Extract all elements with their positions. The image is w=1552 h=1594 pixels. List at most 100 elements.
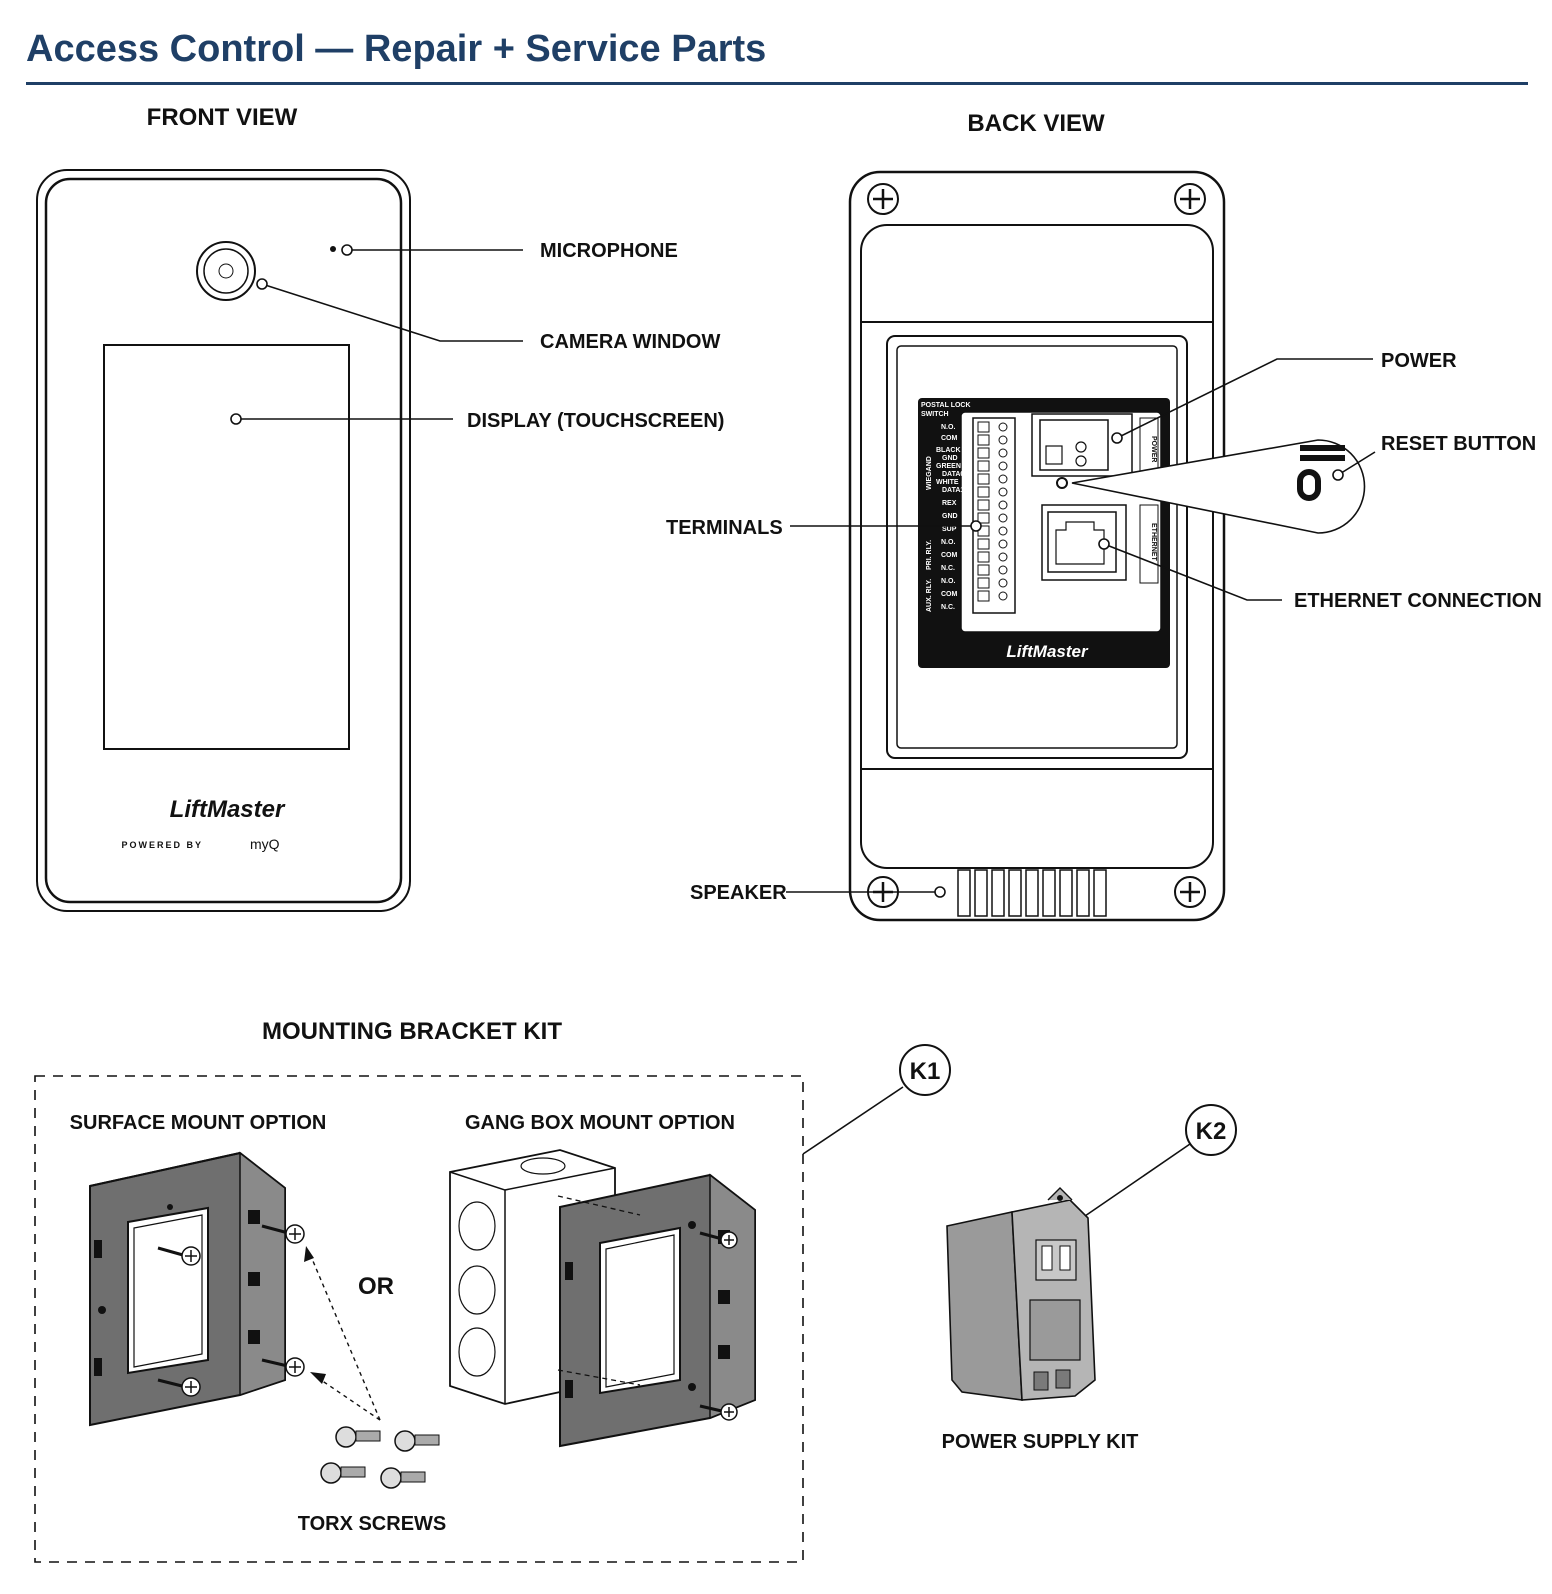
terminal-label: BLACK [936, 447, 961, 454]
power-supply-kit: K2 POWER SUPPLY KIT [942, 1104, 1237, 1453]
power-connector-icon [1031, 413, 1133, 477]
terminal-label: COM [941, 591, 958, 598]
speaker-grille [957, 869, 1107, 917]
title-rule [26, 82, 1528, 85]
callout-ethernet: ETHERNET CONNECTION [1294, 590, 1542, 612]
terminal-label: SWITCH [921, 411, 949, 418]
terminal-label: COM [941, 552, 958, 559]
surface-mount-label: SURFACE MOUNT OPTION [70, 1112, 327, 1134]
k1-leader [802, 1086, 904, 1155]
ethernet-marker [1098, 538, 1110, 550]
arrow-to-upper-screw [309, 1253, 381, 1421]
terminal-label: COM [941, 435, 958, 442]
camera-lens-icon [196, 241, 256, 301]
terminal-label: N.O. [941, 539, 955, 546]
screw-icon [261, 1224, 305, 1244]
ethernet-leader [1103, 543, 1282, 601]
group-label-wiegand: WIEGAND [926, 456, 933, 490]
power-side-label: POWER [1150, 436, 1157, 462]
terminal-label: SUP [942, 526, 957, 533]
front-view-heading: FRONT VIEW [147, 104, 298, 131]
terminal-block [972, 417, 1016, 614]
callout-terminals: TERMINALS [666, 517, 783, 539]
torx-screw-icon [320, 1462, 366, 1484]
power-marker [1111, 432, 1123, 444]
screw-icon [261, 1357, 305, 1377]
terminal-label: POSTAL LOCK [921, 402, 971, 409]
display-screen [103, 344, 350, 750]
callout-camera-window: CAMERA WINDOW [540, 331, 720, 353]
arrow-head-icon [310, 1372, 326, 1384]
reset-button-icon [1056, 477, 1068, 489]
terminal-label: WHITE [936, 479, 959, 486]
camera-window-marker [256, 278, 268, 290]
arrow-head-icon [304, 1246, 314, 1262]
mounting-kit-heading: MOUNTING BRACKET KIT [262, 1018, 562, 1045]
display-marker [230, 413, 242, 425]
terminal-label: N.O. [941, 424, 955, 431]
front-brand-logo: LiftMaster [170, 796, 286, 823]
group-label-aux-rly: AUX. RLY. [926, 579, 933, 612]
k2-badge [1185, 1104, 1237, 1156]
callout-microphone: MICROPHONE [540, 240, 678, 262]
terminal-label: DATA1 [942, 487, 964, 494]
screw-icon [157, 1246, 201, 1266]
corner-screw-icon [867, 183, 899, 215]
callout-display: DISPLAY (TOUCHSCREEN) [467, 410, 724, 432]
screw-icon [157, 1377, 201, 1397]
corner-screw-icon [1174, 183, 1206, 215]
gang-alignment-line [557, 1369, 641, 1386]
back-brand-logo: LiftMaster [1006, 642, 1089, 661]
screw-icon [699, 1231, 738, 1249]
k2-label: K2 [1196, 1118, 1227, 1145]
speaker-marker [934, 886, 946, 898]
reset-marker [1332, 469, 1344, 481]
callout-reset-button: RESET BUTTON [1381, 433, 1536, 455]
terminal-label: N.C. [941, 604, 955, 611]
terminal-label: GND [942, 513, 958, 520]
k1-label: K1 [910, 1058, 941, 1085]
page-title: Access Control — Repair + Service Parts [26, 28, 767, 70]
terminal-labels: POSTAL LOCK SWITCH N.O. COM BLACK GND GR… [921, 402, 971, 612]
terminal-label: N.C. [941, 565, 955, 572]
callout-speaker: SPEAKER [690, 882, 787, 904]
camera-window-leader [261, 283, 523, 342]
power-adapter-icon [946, 1187, 1096, 1401]
myq-logo: myQ [250, 836, 280, 852]
ethernet-side-label: ETHERNET [1150, 523, 1157, 561]
ethernet-port-icon [1041, 504, 1127, 581]
microphone-hole [330, 246, 336, 252]
torx-screw-icon [394, 1430, 440, 1452]
arrow-to-lower-screw [317, 1377, 381, 1421]
back-view-heading: BACK VIEW [967, 110, 1105, 137]
reset-magnifier [1071, 439, 1366, 534]
torx-screw-icon [335, 1426, 381, 1448]
kit-dashed-frame [34, 1075, 804, 1563]
gang-bracket-icon [559, 1173, 756, 1448]
mounting-bracket-kit: MOUNTING BRACKET KIT SURFACE MOUNT OPTIO… [34, 1018, 951, 1563]
torx-screw-icon [380, 1467, 426, 1489]
group-label-pri-rly: PRI. RLY. [926, 540, 933, 570]
k1-badge [899, 1044, 951, 1096]
k2-leader [1084, 1143, 1191, 1217]
powered-by-text: POWERED BY [121, 840, 203, 850]
corner-screw-icon [1174, 876, 1206, 908]
terminals-marker [970, 520, 982, 532]
reset-leader [1337, 451, 1376, 476]
gang-box-mount-label: GANG BOX MOUNT OPTION [465, 1112, 735, 1134]
power-leader [1116, 358, 1373, 439]
terminal-label: DATA0 [942, 471, 964, 478]
power-supply-kit-label: POWER SUPPLY KIT [942, 1431, 1139, 1453]
torx-screws-label: TORX SCREWS [298, 1513, 447, 1535]
terminal-label: GND [942, 455, 958, 462]
screw-icon [699, 1403, 738, 1421]
front-view: FRONT VIEW MICROPHONE CAMERA WINDOW DISP… [36, 104, 724, 912]
back-view: BACK VIEW [666, 110, 1542, 922]
or-text: OR [358, 1273, 394, 1300]
terminal-label: REX [942, 500, 957, 507]
reset-button-closeup-icon [1297, 445, 1345, 501]
microphone-marker [341, 244, 353, 256]
callout-power: POWER [1381, 350, 1457, 372]
terminal-label: N.O. [941, 578, 955, 585]
